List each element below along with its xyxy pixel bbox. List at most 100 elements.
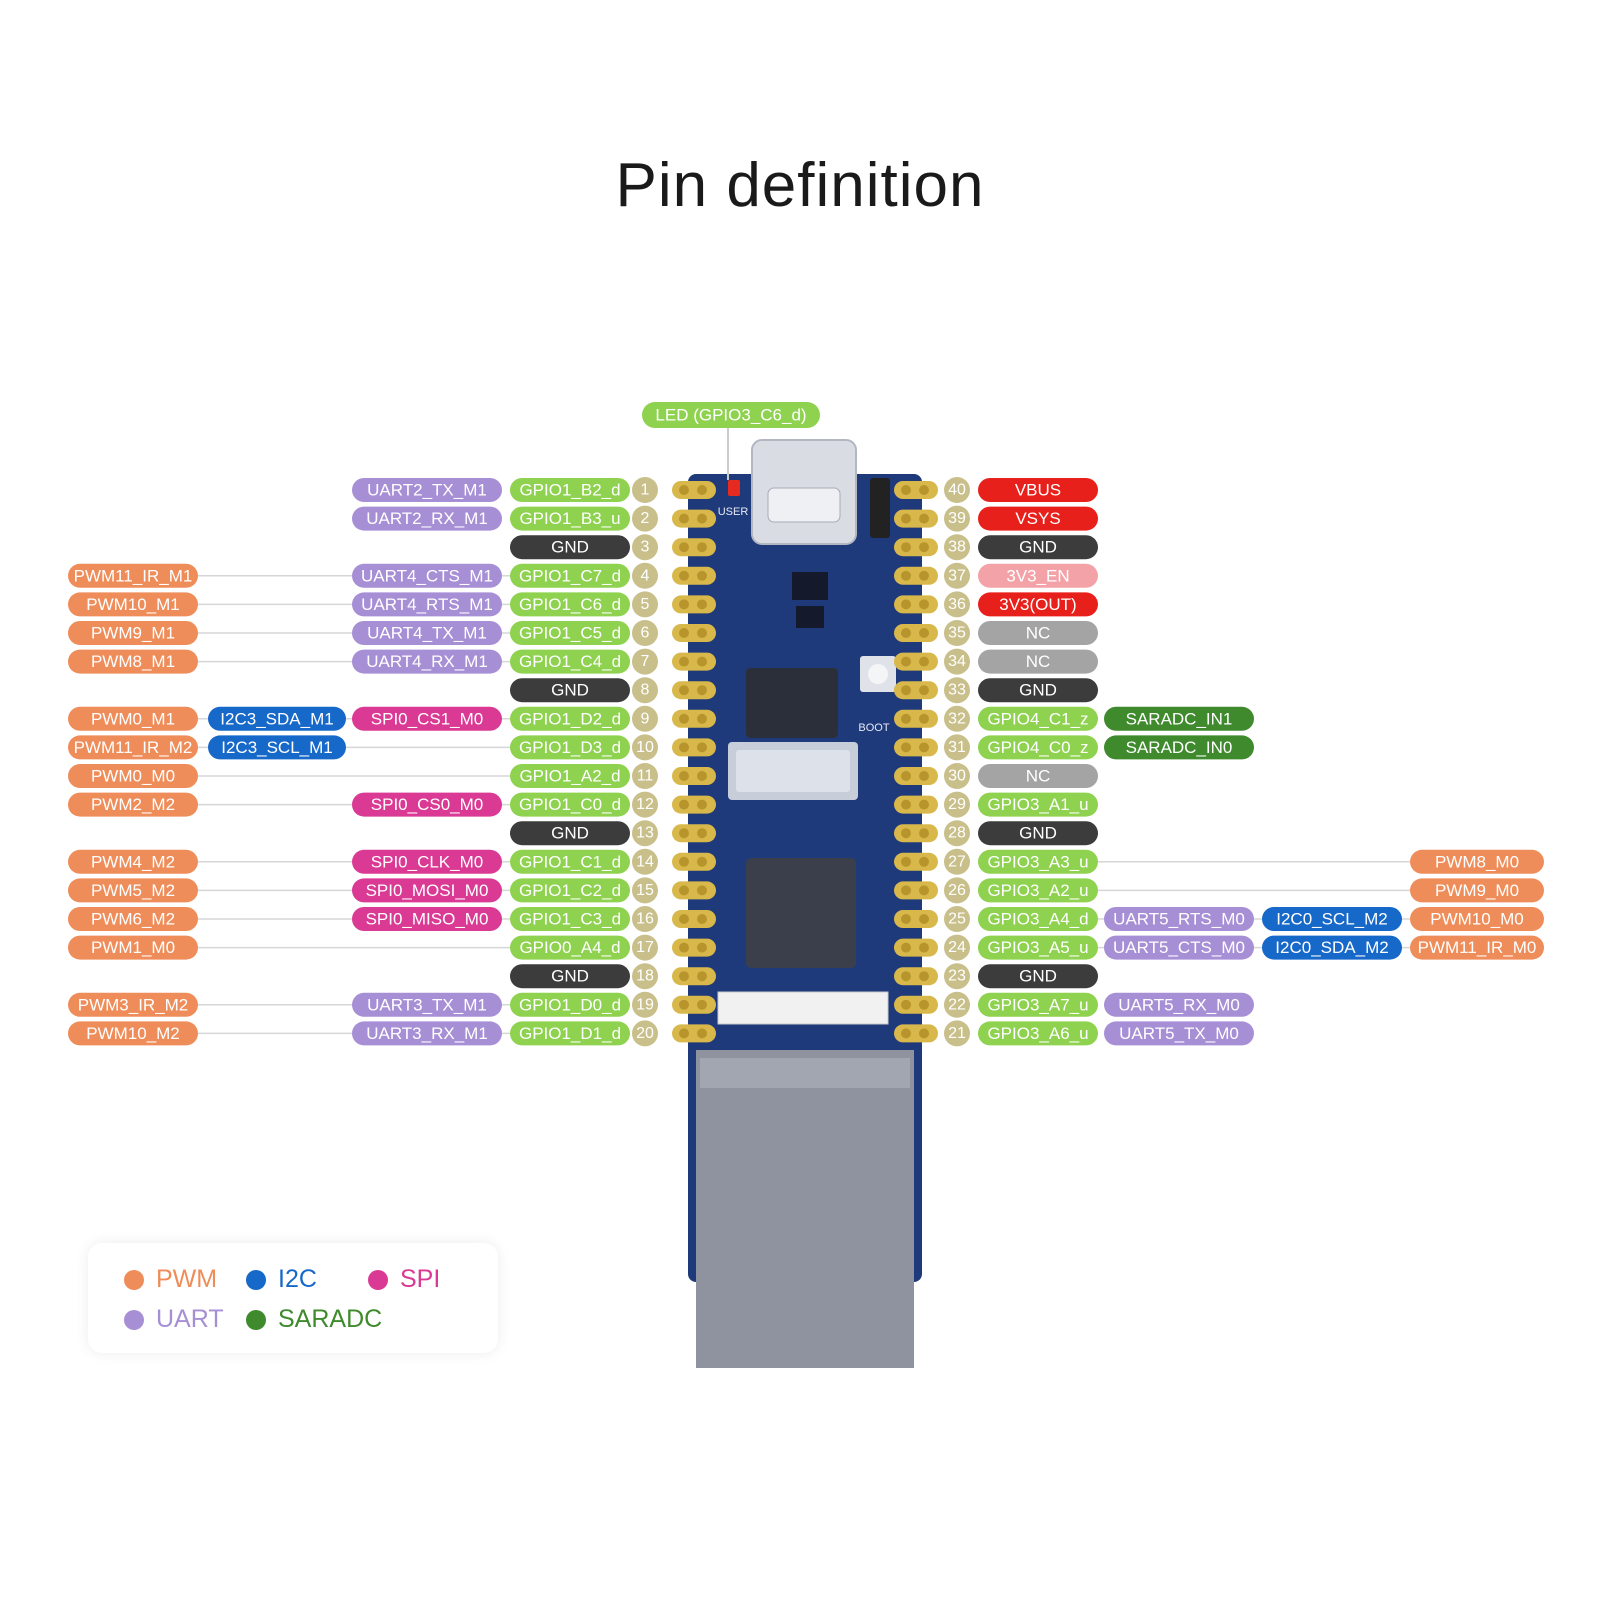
legend-dot-i2c [246, 1269, 266, 1290]
pin-32-number: 32 [948, 710, 966, 727]
pin-32-gpio-pill-bg [978, 706, 1098, 731]
pin-17-circle [632, 934, 658, 961]
pin-10-i2c-label: I2C3_SCL_M1 [221, 738, 333, 757]
pin-1-pad-hole-b [697, 485, 707, 495]
pin-13-gnd-pill: GND [510, 821, 630, 846]
pin-12-pwm-label: PWM2_M2 [91, 795, 175, 814]
pin-27-pwm-pill: PWM8_M0 [1410, 849, 1544, 874]
pin-19-circle [632, 991, 658, 1018]
pin-18-number: 18 [636, 968, 654, 985]
pin-32-gpio-label: GPIO4_C1_z [987, 709, 1088, 728]
pin-32-pad [894, 709, 938, 728]
pin-1-uart-pill-bg [352, 478, 502, 502]
pin-24-pwm-pill-bg [1410, 935, 1544, 960]
black-component [870, 478, 890, 538]
legend-dot-pwm [124, 1269, 144, 1290]
pin-30-pad-hole-b [919, 771, 929, 781]
pin-2-gpio-pill: GPIO1_B3_u [510, 506, 630, 531]
pin-13-number: 13 [636, 825, 654, 842]
pin-14-pad-hole-a [679, 856, 689, 867]
pin-28-gnd-pill-bg [978, 821, 1098, 846]
pin-28-pad [894, 824, 938, 843]
pin-11-number: 11 [637, 768, 654, 785]
pin-20-uart-label: UART3_RX_M1 [366, 1024, 488, 1043]
pin-7-number: 7 [641, 653, 650, 670]
pin-16-circle [632, 906, 658, 932]
pin-22-circle [944, 991, 970, 1018]
pin-25-pad [894, 910, 938, 928]
pin-37-en-pill: 3V3_EN [978, 563, 1098, 588]
pin-15-pad-hole-b [697, 885, 707, 896]
pin-7-pwm-label: PWM8_M1 [91, 652, 175, 671]
pin-33-gnd-pill: GND [978, 678, 1098, 703]
pin-16-gpio-pill-bg [510, 907, 630, 931]
pin-29-gpio-label: GPIO3_A1_u [987, 795, 1088, 814]
pin-19-pwm-pill-bg [68, 992, 198, 1017]
pin-36-circle [944, 591, 970, 618]
pin-33-pad-hole-b [919, 685, 929, 696]
pin-9-pad-hole-a [679, 713, 689, 724]
legend-item-i2c: I2C [246, 1265, 317, 1294]
pin-14-gpio-pill-bg [510, 849, 630, 874]
pin-20-gpio-pill: GPIO1_D1_d [510, 1021, 630, 1046]
pin-6-pad-hole-b [697, 628, 707, 638]
pin-15-pwm-pill-bg [68, 878, 198, 903]
pin-9-i2c-label: I2C3_SDA_M1 [220, 709, 333, 728]
pin-20-number: 20 [636, 1025, 654, 1042]
pin-7-circle [632, 648, 658, 675]
pin-2-pad-hole-a [679, 513, 689, 524]
pin-12-gpio-pill-bg [510, 792, 630, 817]
pin-39-power-label: VSYS [1015, 509, 1060, 528]
pin-25-i2c-pill-bg [1262, 907, 1402, 931]
pin-10-pad-hole-a [679, 742, 689, 753]
pin-21-pad-hole-b [919, 1028, 929, 1039]
pin-5-pwm-pill: PWM10_M1 [68, 592, 198, 617]
pin-22-gpio-pill-bg [978, 992, 1098, 1017]
pin-18-pad-hole-b [697, 971, 707, 982]
pin-32-circle [944, 705, 970, 732]
pin-24-pad-hole-b [919, 942, 929, 953]
pin-37-en-pill-bg [978, 563, 1098, 588]
legend-label: SPI [400, 1265, 441, 1293]
pin-5-gpio-label: GPIO1_C6_d [519, 595, 621, 614]
pin-19-pad-hole-b [697, 999, 707, 1010]
pin-24-i2c-label: I2C0_SDA_M2 [1275, 938, 1388, 957]
pin-15-number: 15 [636, 882, 654, 899]
pin-35-pad [894, 624, 938, 642]
pin-23-gnd-pill: GND [978, 964, 1098, 989]
pin-5-uart-label: UART4_RTS_M1 [361, 595, 493, 614]
pin-32-gpio-pill: GPIO4_C1_z [978, 706, 1098, 731]
pin-8-pad [672, 681, 716, 700]
pin-1-number: 1 [641, 482, 650, 499]
pin-40-pad [894, 481, 938, 499]
pin-39-pad-hole-a [901, 513, 911, 524]
pin-9-number: 9 [641, 710, 650, 727]
pin-7-gpio-pill-bg [510, 649, 630, 674]
pin-24-i2c-pill-bg [1262, 935, 1402, 960]
pin-21-pad-hole-a [901, 1028, 911, 1039]
pin-16-number: 16 [636, 911, 654, 928]
fpc-connector [717, 991, 889, 1025]
pin-5-pad [672, 595, 716, 614]
pin-38-gnd-pill-bg [978, 535, 1098, 560]
pin-5-pwm-label: PWM10_M1 [86, 595, 180, 614]
pin-7-uart-label: UART4_RX_M1 [366, 652, 488, 671]
pin-6-pwm-label: PWM9_M1 [91, 624, 175, 643]
pin-2-pad [672, 509, 716, 528]
pin-9-pwm-label: PWM0_M1 [91, 709, 175, 728]
pin-30-pad [894, 767, 938, 785]
pin-10-pwm-pill: PWM11_IR_M2 [68, 735, 198, 760]
pin-5-gpio-pill-bg [510, 592, 630, 617]
pin-32-saradc-pill: SARADC_IN1 [1104, 706, 1254, 731]
pin-12-pad [672, 795, 716, 814]
pin-9-gpio-pill: GPIO1_D2_d [510, 706, 630, 731]
user-silkscreen: USER [718, 506, 749, 518]
pin-9-pad-hole-b [697, 713, 707, 724]
pin-38-circle [944, 534, 970, 561]
pin-9-pwm-pill-bg [68, 706, 198, 731]
pin-13-circle [632, 820, 658, 847]
pin-29-circle [944, 791, 970, 818]
pin-39-circle [944, 505, 970, 532]
pin-33-circle [944, 677, 970, 704]
